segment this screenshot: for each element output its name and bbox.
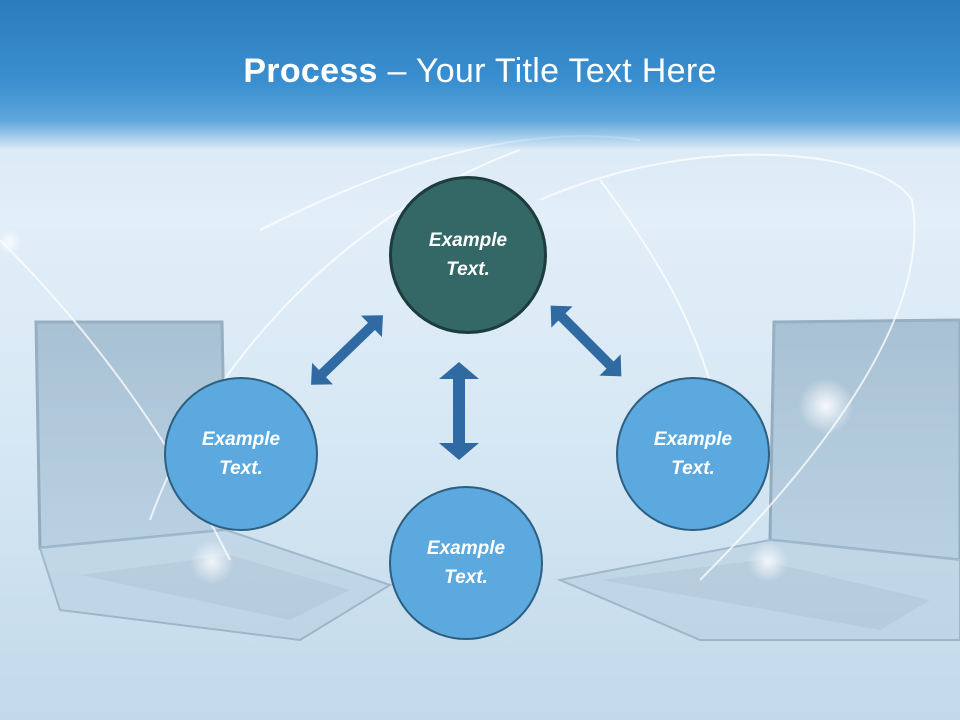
- node-label: Example Text.: [201, 429, 281, 479]
- double-arrow-icon: [550, 305, 622, 377]
- node-label: Example Text.: [426, 538, 506, 588]
- double-arrow-icon: [439, 362, 479, 460]
- right-laptop-image: [556, 318, 960, 641]
- slide-title: Process – Your Title Text Here: [0, 52, 960, 91]
- title-rest-text: – Your Title Text Here: [377, 52, 717, 90]
- left-laptop-image: [34, 320, 393, 642]
- process-node-left: Example Text.: [164, 377, 318, 531]
- title-bar: [0, 0, 960, 150]
- node-label: Example Text.: [653, 429, 733, 479]
- double-arrow-icon: [311, 315, 383, 385]
- process-node-right: Example Text.: [616, 377, 770, 531]
- process-node-bottom: Example Text.: [389, 486, 543, 640]
- process-node-top: Example Text.: [389, 176, 547, 334]
- node-label: Example Text.: [428, 230, 508, 280]
- title-bold-text: Process: [243, 52, 378, 90]
